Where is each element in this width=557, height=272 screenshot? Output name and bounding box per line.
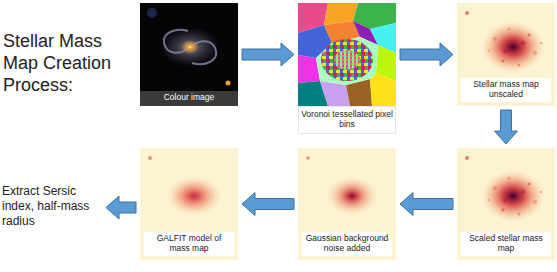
mass-blob: [481, 21, 545, 73]
map-ground: [298, 148, 396, 260]
diagram-title: Stellar Mass Map Creation Process:: [3, 30, 123, 96]
star: [465, 11, 469, 15]
block-arrow: [400, 43, 453, 66]
block-arrow: [242, 43, 294, 66]
mass-speckles: [488, 27, 543, 66]
image-panel: Colour image: [140, 3, 238, 106]
result-text: Extract Sersic index, half-mass radius: [2, 184, 102, 229]
model-blob: [166, 176, 222, 216]
image-panel: Stellar mass map unscaled: [457, 3, 555, 106]
mass-map-unscaled: [457, 3, 555, 106]
image-panel: Gaussian background noise added: [298, 148, 396, 260]
star: [465, 156, 469, 160]
image-panel: Scaled stellar mass map: [457, 148, 555, 260]
galaxy-disk: [160, 27, 220, 67]
block-arrow: [106, 196, 136, 219]
star: [148, 156, 152, 160]
mass-map-scaled: [457, 148, 555, 260]
star: [226, 81, 231, 86]
map-ground: [457, 3, 555, 106]
star: [147, 8, 157, 18]
voronoi-dense-bins: [334, 50, 360, 70]
map-ground: [457, 148, 555, 260]
voronoi-cell: [316, 37, 378, 85]
image-panel: Voronoi tessellated pixel bins: [298, 3, 396, 134]
voronoi-image: [298, 3, 396, 106]
galaxy-core: [181, 40, 199, 54]
block-arrow: [242, 193, 294, 216]
colour-image: [140, 3, 238, 106]
voronoi-cell: [370, 73, 396, 106]
galfit-model: [140, 148, 238, 260]
panel-caption: Voronoi tessellated pixel bins: [298, 106, 396, 134]
mass-speckles: [488, 176, 543, 215]
mass-blob: [326, 176, 378, 216]
image-ground: [140, 3, 238, 106]
text-node: Extract Sersic index, half-mass radius: [2, 184, 102, 231]
map-ground: [140, 148, 238, 260]
image-panel: GALFIT model of mass map: [140, 148, 238, 260]
mass-blob: [481, 170, 545, 222]
panel-caption: GALFIT model of mass map: [144, 232, 234, 256]
panel-caption: Stellar mass map unscaled: [461, 78, 551, 102]
panel-caption: Scaled stellar mass map: [461, 232, 551, 256]
block-arrow: [400, 193, 453, 216]
voronoi-dense-bins: [321, 39, 373, 81]
mass-map-noise: [298, 148, 396, 260]
block-arrow: [495, 110, 518, 144]
panel-caption: Gaussian background noise added: [302, 232, 392, 256]
star: [306, 156, 310, 160]
panel-caption: Colour image: [140, 91, 238, 106]
